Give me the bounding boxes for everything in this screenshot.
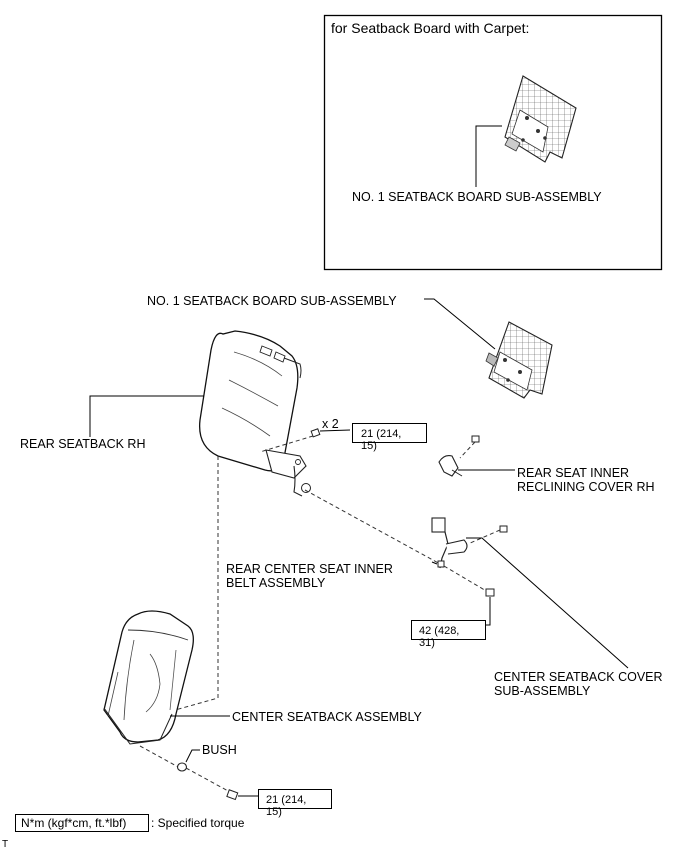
legend-box <box>15 814 149 832</box>
reclining-cover-label-1: REAR SEAT INNER <box>517 466 630 480</box>
center-seatback-shape <box>103 610 194 745</box>
torque2-leader <box>485 597 491 626</box>
inset-title: for Seatback Board with Carpet: <box>331 20 530 36</box>
reclining-cover-shape <box>438 435 480 477</box>
alignment-dash-line <box>167 456 219 713</box>
center-seatback-label: CENTER SEATBACK ASSEMBLY <box>232 710 422 724</box>
rear-seatback-rh-shape <box>198 330 311 497</box>
belt-label-1: REAR CENTER SEAT INNER <box>226 562 393 576</box>
torque-2-value: 42 (428, <box>419 625 460 637</box>
center-belt-shape <box>431 517 508 597</box>
inset-part-label: NO. 1 SEATBACK BOARD SUB-ASSEMBLY <box>352 190 602 204</box>
legend-unit: N*m (kgf*cm, ft.*lbf) <box>21 816 127 830</box>
center-cover-label-2: SUB-ASSEMBLY <box>494 684 591 698</box>
torque-3-value-2: 15) <box>266 806 282 818</box>
torque-2-value-2: 31) <box>419 637 435 649</box>
bush-label: BUSH <box>202 743 237 757</box>
torque-box-3 <box>258 789 332 809</box>
torque-1-value-2: 15) <box>361 440 377 452</box>
bush-shape <box>139 745 239 801</box>
center-cover-label-1: CENTER SEATBACK COVER <box>494 670 663 684</box>
quantity-label: x 2 <box>322 417 339 431</box>
seatback-board-label: NO. 1 SEATBACK BOARD SUB-ASSEMBLY <box>147 294 397 308</box>
rear-seatback-leader <box>89 395 204 437</box>
seatback-board-leader <box>424 298 496 350</box>
center-cover-leader <box>466 537 629 669</box>
inset-frame <box>323 14 663 271</box>
torque-1-value: 21 (214, <box>361 428 402 440</box>
legend-text: : Specified torque <box>151 816 245 830</box>
inset-seatback-board-shape <box>504 75 577 163</box>
reclining-cover-label-2: RECLINING COVER RH <box>517 480 655 494</box>
bush-leader <box>185 749 200 763</box>
belt-label-2: BELT ASSEMBLY <box>226 576 326 590</box>
seatback-board-shape <box>485 321 553 399</box>
footer-mark: T <box>2 839 9 850</box>
torque-box-1 <box>352 423 427 443</box>
bolt-rear-seatback <box>310 428 351 438</box>
rear-seatback-rh-label: REAR SEATBACK RH <box>20 437 146 451</box>
inset-leader-line <box>475 125 502 187</box>
torque-box-2 <box>411 620 486 640</box>
torque-3-value: 21 (214, <box>266 794 307 806</box>
